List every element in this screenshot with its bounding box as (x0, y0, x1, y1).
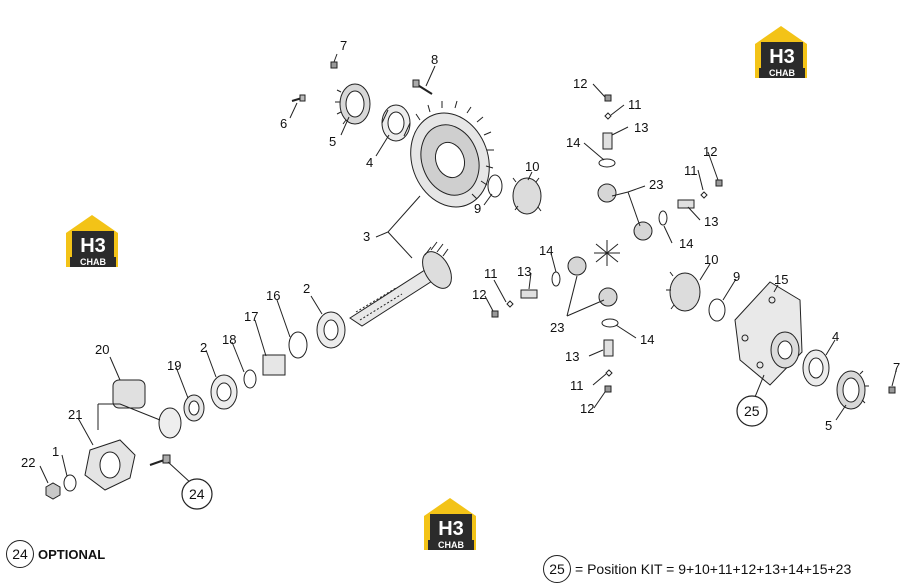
legend-kit-number: 25 (543, 555, 571, 583)
bearing-2-upper (316, 311, 346, 349)
washers-14 (551, 158, 668, 328)
bolt-24 (149, 454, 171, 466)
label-4-top: 4 (366, 155, 373, 170)
label-4-right: 4 (832, 329, 839, 344)
label-2-upper: 2 (303, 281, 310, 296)
legend-kit: 25= Position KIT = 9+10+11+12+13+14+15+2… (543, 555, 851, 583)
label-3: 3 (363, 229, 370, 244)
label-14-bottom: 14 (640, 332, 654, 347)
label-11-top: 11 (628, 97, 642, 112)
label-12-top: 12 (573, 76, 587, 91)
label-23-lower: 23 (550, 320, 564, 335)
label-12-right: 12 (703, 144, 717, 159)
label-11-left: 11 (484, 266, 498, 281)
label-13-left: 13 (517, 264, 531, 279)
label-6: 6 (280, 116, 287, 131)
label-16: 16 (266, 288, 280, 303)
label-22: 22 (21, 455, 35, 470)
differential-case (734, 281, 803, 386)
shim-18 (243, 369, 257, 389)
watermark-letters: H3 (769, 46, 795, 68)
screw-7-right (888, 386, 896, 394)
label-10-top: 10 (525, 159, 539, 174)
pinion-shaft (349, 241, 452, 327)
side-gear-top (512, 177, 542, 215)
callout-24: 24 (181, 478, 213, 510)
watermark-letters: H3 (80, 235, 106, 257)
screw-6 (291, 94, 306, 102)
bearing-right (802, 349, 830, 387)
legend-optional-text: OPTIONAL (38, 547, 106, 562)
part-labels: 7 8 6 5 4 3 9 10 12 11 13 14 23 12 11 13… (21, 38, 900, 470)
legend-optional: 24 OPTIONAL (6, 540, 105, 568)
label-11-bottom: 11 (570, 378, 584, 393)
leader-lines (39, 53, 897, 485)
label-10-right: 10 (704, 252, 718, 267)
ring-1 (63, 474, 77, 492)
watermark-logo-bottom: H3 CHAB (424, 498, 476, 550)
label-17: 17 (244, 309, 258, 324)
legend-kit-text: = Position KIT = 9+10+11+12+13+14+15+23 (575, 561, 852, 577)
watermark-text: CHAB (80, 257, 106, 267)
label-11-right: 11 (684, 163, 698, 178)
watermark-text: CHAB (769, 68, 795, 78)
label-12-bottom: 12 (580, 401, 594, 416)
label-13-top: 13 (634, 120, 648, 135)
screw-8 (412, 79, 433, 95)
label-12-left: 12 (472, 287, 486, 302)
watermark-letters: H3 (438, 518, 464, 540)
watermark-logo-left: H3 CHAB (66, 215, 118, 267)
ring-gear (410, 100, 494, 208)
label-20: 20 (95, 342, 109, 357)
thrust-washer-top (487, 174, 503, 198)
label-21: 21 (68, 407, 82, 422)
bearing-top (381, 104, 411, 142)
label-5-top: 5 (329, 134, 336, 149)
label-7-top: 7 (340, 38, 347, 53)
thrust-washer-right (708, 298, 726, 322)
pins-13 (520, 132, 695, 357)
shim-16 (288, 331, 308, 359)
planet-pinions (567, 183, 653, 307)
label-24: 24 (189, 486, 205, 502)
spider-cross (594, 240, 620, 266)
callout-25: 25 (736, 395, 768, 427)
label-1: 1 (52, 444, 59, 459)
label-9-right: 9 (733, 269, 740, 284)
label-14-top: 14 (566, 135, 580, 150)
side-gear-right (666, 271, 701, 312)
label-13-right: 13 (704, 214, 718, 229)
small-parts-11-12 (491, 94, 723, 393)
label-15: 15 (774, 272, 788, 287)
bearing-2-lower (210, 374, 238, 410)
adjust-ring-top (335, 83, 371, 125)
flange-21 (84, 439, 136, 491)
label-2-lower: 2 (200, 340, 207, 355)
label-18: 18 (222, 332, 236, 347)
label-14-left: 14 (539, 243, 553, 258)
label-14-right: 14 (679, 236, 693, 251)
label-13-bottom: 13 (565, 349, 579, 364)
watermark-text: CHAB (438, 540, 464, 550)
label-19: 19 (167, 358, 181, 373)
label-25: 25 (744, 403, 760, 419)
spacer-17 (262, 354, 286, 376)
label-9-top: 9 (474, 201, 481, 216)
label-7-right: 7 (893, 360, 900, 375)
adjust-ring-right (836, 370, 869, 410)
screw-7-top (330, 61, 338, 69)
legend-optional-number: 24 (6, 540, 34, 568)
label-23-upper: 23 (649, 177, 663, 192)
ring-19 (183, 394, 205, 422)
label-8: 8 (431, 52, 438, 67)
seal-20 (112, 379, 182, 439)
watermark-logo-top-right: H3 CHAB (755, 26, 807, 78)
label-5-right: 5 (825, 418, 832, 433)
nut-22 (45, 482, 61, 500)
